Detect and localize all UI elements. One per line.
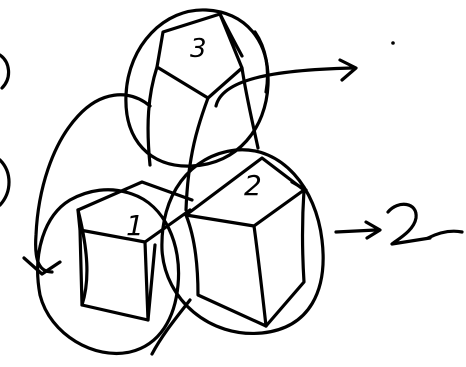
top-cube-edge-left: [148, 67, 157, 165]
arrow-top-head: [340, 60, 356, 80]
bottom-diagonal: [152, 300, 190, 354]
left-edge-stroke-lower: [0, 160, 9, 205]
big-loop: [36, 95, 150, 272]
left-cube-inner: [145, 242, 148, 320]
left-edge-stroke-upper: [0, 55, 9, 88]
top-cube-edge-mid: [186, 98, 208, 210]
output-two-stroke: [388, 204, 430, 244]
label-three: 3: [190, 36, 207, 62]
stray-dot: [391, 41, 395, 45]
arrow-right-shaft: [336, 230, 376, 232]
output-two-tail: [428, 231, 462, 238]
circle-top-tail: [255, 32, 268, 92]
right-cube-right-edge: [266, 190, 304, 326]
circle-left: [38, 190, 179, 354]
label-two: 2: [244, 172, 262, 200]
right-cube-front-edge: [254, 226, 266, 326]
label-one: 1: [126, 212, 144, 240]
